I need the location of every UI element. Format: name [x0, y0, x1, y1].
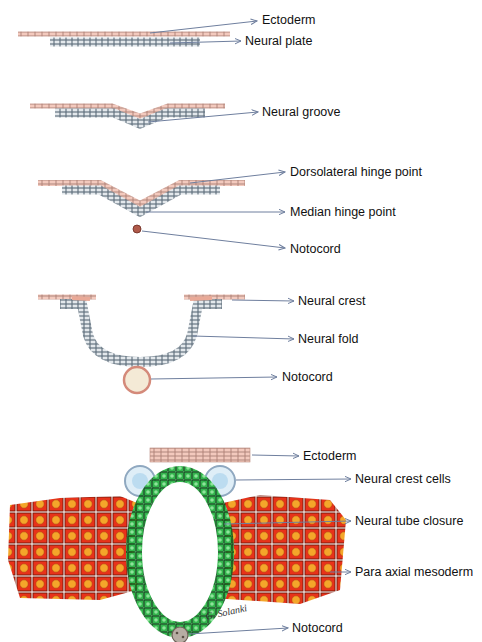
leader-arrows: [142, 21, 351, 634]
part-label: Dorsolateral hinge point: [290, 165, 422, 179]
notochord: [124, 367, 150, 393]
signature: G. Solanki: [204, 602, 248, 622]
panel-neural-groove: [30, 106, 225, 124]
panel-neural-tube: [8, 448, 346, 642]
part-label: Neural crest cells: [355, 472, 451, 486]
part-label: Neural fold: [298, 332, 358, 346]
part-label: Neural plate: [245, 34, 312, 48]
part-label: Notocord: [282, 370, 333, 384]
panel-neural-plate: [18, 34, 230, 42]
part-label: Para axial mesoderm: [355, 565, 473, 579]
part-label: Ectoderm: [303, 449, 357, 463]
notochord: [172, 627, 188, 642]
part-label: Neural groove: [262, 105, 341, 119]
part-label: Notocord: [290, 242, 341, 256]
part-label: Neural crest: [298, 294, 365, 308]
panel-neural-folds: [38, 297, 245, 393]
notochord-small: [133, 225, 141, 233]
part-label: Notocord: [292, 621, 343, 635]
panel-hinge-points: [38, 183, 245, 233]
part-label: Ectoderm: [262, 13, 316, 27]
part-label: Neural tube closure: [355, 514, 463, 528]
part-label: Median hinge point: [290, 205, 396, 219]
